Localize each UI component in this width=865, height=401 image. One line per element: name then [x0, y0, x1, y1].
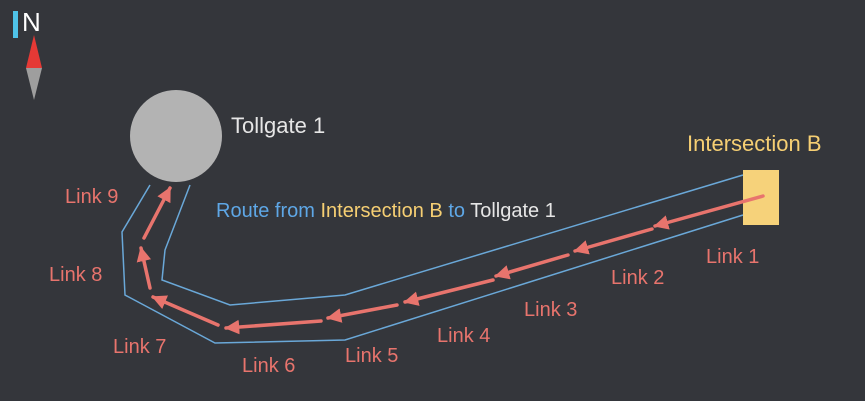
intersection-label: Intersection B [687, 131, 822, 156]
tollgate-circle [130, 90, 222, 182]
route-outline-lower [121, 184, 744, 344]
link-2-label: Link 2 [611, 267, 665, 289]
link-7-label: Link 7 [113, 336, 167, 358]
tollgate-label: Tollgate 1 [231, 113, 326, 138]
north-arrow-icon [26, 35, 42, 68]
route-caption-prefix: Route from [216, 200, 321, 222]
link-9-label: Link 9 [65, 186, 119, 208]
link-6-label: Link 6 [242, 355, 296, 377]
route-caption-destination: Tollgate 1 [470, 200, 556, 222]
compass [13, 11, 42, 100]
link-arrows [136, 186, 765, 335]
link-8-arrow [136, 246, 152, 290]
link-8-label: Link 8 [49, 264, 103, 286]
link-1-label: Link 1 [706, 246, 760, 268]
compass-bar [13, 11, 18, 38]
link-3-arrow [494, 253, 570, 280]
route-caption-to: to [442, 200, 471, 222]
link-1-arrow [653, 194, 765, 230]
route-caption: Route from Intersection B to Tollgate 1 [216, 200, 556, 223]
south-arrow-icon [26, 68, 42, 100]
link-4-label: Link 4 [437, 325, 491, 347]
route-outline-upper [161, 174, 744, 306]
link-4-arrow [403, 278, 495, 306]
compass-north-label: N [22, 7, 41, 37]
link-9-arrow [142, 186, 172, 240]
link-5-label: Link 5 [345, 345, 399, 367]
link-2-arrow [573, 227, 654, 255]
link-5-arrow [326, 303, 399, 323]
link-7-arrow [151, 295, 220, 327]
link-3-label: Link 3 [524, 299, 578, 321]
route-caption-origin: Intersection B [320, 200, 443, 222]
link-6-arrow [224, 319, 323, 335]
